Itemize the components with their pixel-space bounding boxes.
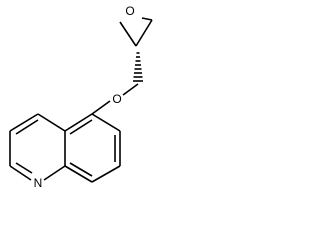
bond-epoxide-c1-c2 (135, 19, 153, 47)
epoxide-oxygen-label: O (125, 4, 134, 18)
bond-ch2-o (122, 83, 139, 96)
ether-linker (91, 83, 139, 115)
quinoline-ring (9, 113, 121, 183)
quinoline-nitrogen-label: N (34, 176, 43, 190)
epoxide-ring (119, 17, 153, 47)
chemical-structure: O O N (9, 4, 153, 190)
bond-o-c5 (91, 100, 111, 115)
hashed-wedge-bond (133, 52, 143, 82)
bond-epoxide-c1-o (119, 21, 137, 47)
ether-oxygen-label: O (112, 92, 121, 106)
bond-epoxide-c2-o (141, 17, 153, 21)
